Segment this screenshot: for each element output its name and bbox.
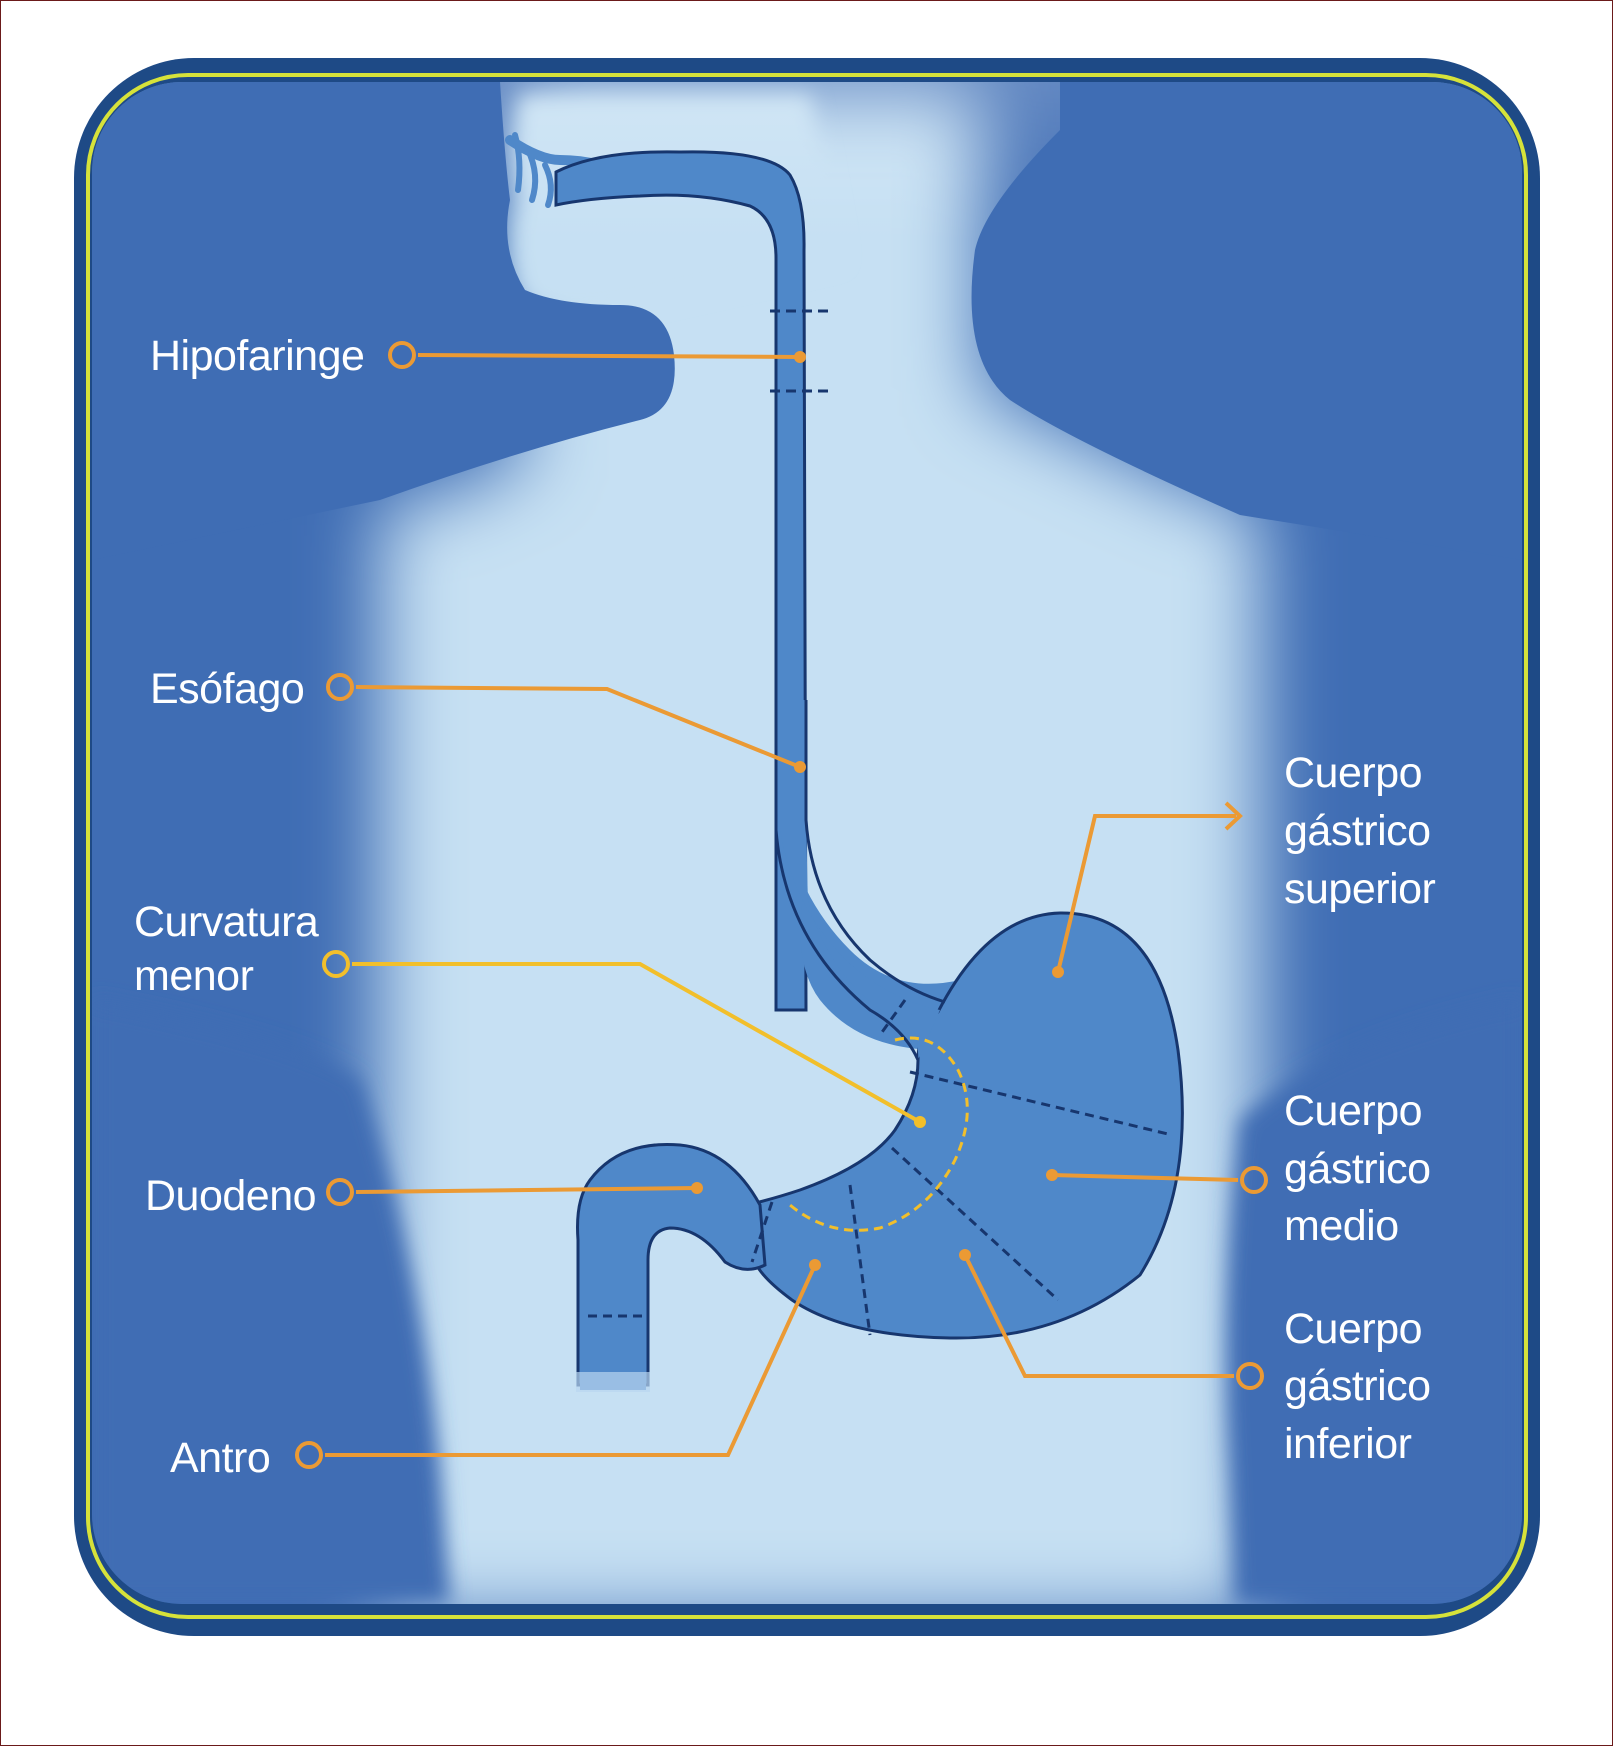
- label-curvatura-line1: Curvatura: [134, 898, 319, 946]
- label-curvatura-line2: menor: [134, 952, 254, 1000]
- digestive-tract: [554, 150, 1184, 1392]
- shoulder-right: [971, 82, 1522, 560]
- leader-antro: [325, 1264, 817, 1457]
- leader-esofago: [355, 685, 801, 769]
- label-superior-line1: Cuerpo: [1284, 749, 1422, 797]
- stomach-region-lines: [588, 999, 1173, 1336]
- pharynx-tube: [554, 150, 808, 1012]
- label-medio-line1: Cuerpo: [1284, 1087, 1422, 1135]
- label-superior-line3: superior: [1284, 865, 1436, 913]
- label-hipofaringe: Hipofaringe: [150, 332, 364, 380]
- leader-lines: [295, 341, 1268, 1469]
- leader-duodeno: [355, 1186, 698, 1194]
- leader-superior: [1056, 814, 1236, 973]
- stomach-body: [711, 911, 1184, 1340]
- leader-curvatura: [352, 962, 921, 1124]
- labels: Hipofaringe Esófago Curvatura menor Duod…: [134, 332, 1436, 1482]
- arm-right: [1226, 1000, 1522, 1604]
- label-inferior-line2: gástrico: [1284, 1362, 1431, 1410]
- panel-inner-border: [86, 73, 1528, 1619]
- leader-medio: [1051, 1173, 1239, 1182]
- label-medio-line3: medio: [1284, 1202, 1399, 1250]
- duodenum-fade: [576, 1372, 650, 1392]
- label-antro: Antro: [170, 1434, 270, 1482]
- duodenum: [576, 1142, 767, 1387]
- shoulder-left: [92, 82, 675, 560]
- leader-inferior: [963, 1254, 1234, 1378]
- label-medio-line2: gástrico: [1284, 1145, 1431, 1193]
- label-duodeno: Duodeno: [145, 1172, 316, 1220]
- label-esofago: Esófago: [150, 665, 304, 713]
- label-inferior-line1: Cuerpo: [1284, 1305, 1422, 1353]
- label-inferior-line3: inferior: [1284, 1420, 1412, 1468]
- label-superior-line2: gástrico: [1284, 807, 1431, 855]
- esophagus-curve: [776, 760, 960, 1050]
- curvatura-menor-zone: [789, 1036, 969, 1232]
- leader-hipofaringe: [417, 353, 801, 359]
